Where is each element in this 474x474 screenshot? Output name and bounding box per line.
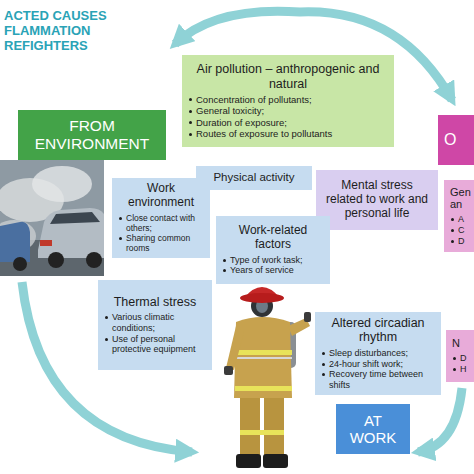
bullet-item: Sharing common rooms: [118, 233, 204, 253]
bullet-item: H: [452, 364, 468, 375]
box-heading: Gen an: [450, 186, 468, 211]
bullet-item: 24-hour shift work;: [321, 359, 435, 370]
bullet-item: Various climatic conditions;: [104, 312, 206, 334]
cycle-arrow: [418, 388, 462, 452]
cause-box: Mental stress related to work and person…: [316, 170, 438, 230]
bullet-item: Years of service: [222, 265, 324, 276]
box-heading: Physical activity: [202, 171, 306, 184]
box-heading: Mental stress related to work and person…: [322, 179, 432, 220]
category-box: FROM ENVIRONMENT: [18, 110, 166, 160]
box-heading: O: [444, 131, 468, 149]
box-heading: Thermal stress: [104, 295, 206, 309]
pollution-box: Air pollution – anthropogenic and natura…: [182, 55, 394, 147]
box-heading: AT WORK: [342, 412, 404, 447]
traffic-photo: [0, 160, 104, 276]
bullet-item: General toxicity;: [188, 105, 388, 116]
cause-box: Thermal stressVarious climatic condition…: [98, 280, 212, 370]
bullet-item: D: [452, 353, 468, 364]
bullet-item: Type of work task;: [222, 255, 324, 266]
bullet-item: Use of personal protective equipment: [104, 334, 206, 356]
box-heading: Work-related factors: [222, 224, 324, 252]
bullet-item: Close contact with others;: [118, 213, 204, 233]
bullet-item: A: [450, 214, 468, 225]
bullet-item: Sleep disturbances;: [321, 348, 435, 359]
bullet-item: Concentration of pollutants;: [188, 94, 388, 105]
category-box: O: [438, 115, 474, 165]
diagram-title: ACTED CAUSES FLAMMATION REFIGHTERS: [4, 8, 124, 53]
box-heading: N: [452, 337, 468, 350]
bullet-item: D: [450, 236, 468, 247]
cause-box: Altered circadian rhythmSleep disturbanc…: [315, 312, 441, 395]
category-box: AT WORK: [336, 404, 410, 454]
bullet-item: C: [450, 225, 468, 236]
bullet-item: Recovery time between shifts: [321, 369, 435, 391]
cause-box: Work environmentClose contact with other…: [112, 178, 210, 258]
bullet-item: Duration of exposure;: [188, 117, 388, 128]
cause-box: Gen an ACD: [444, 180, 474, 252]
box-heading: FROM ENVIRONMENT: [24, 117, 160, 153]
cause-box: NDH: [446, 330, 474, 382]
box-heading: Work environment: [118, 182, 204, 210]
bullet-item: Routes of exposure to pollutants: [188, 128, 388, 139]
firefighter-figure: [224, 287, 311, 468]
box-heading: Air pollution – anthropogenic and natura…: [188, 62, 388, 91]
box-heading: Altered circadian rhythm: [321, 316, 435, 345]
cause-box: Physical activity: [196, 166, 312, 190]
cause-box: Work-related factorsType of work task;Ye…: [216, 216, 330, 284]
